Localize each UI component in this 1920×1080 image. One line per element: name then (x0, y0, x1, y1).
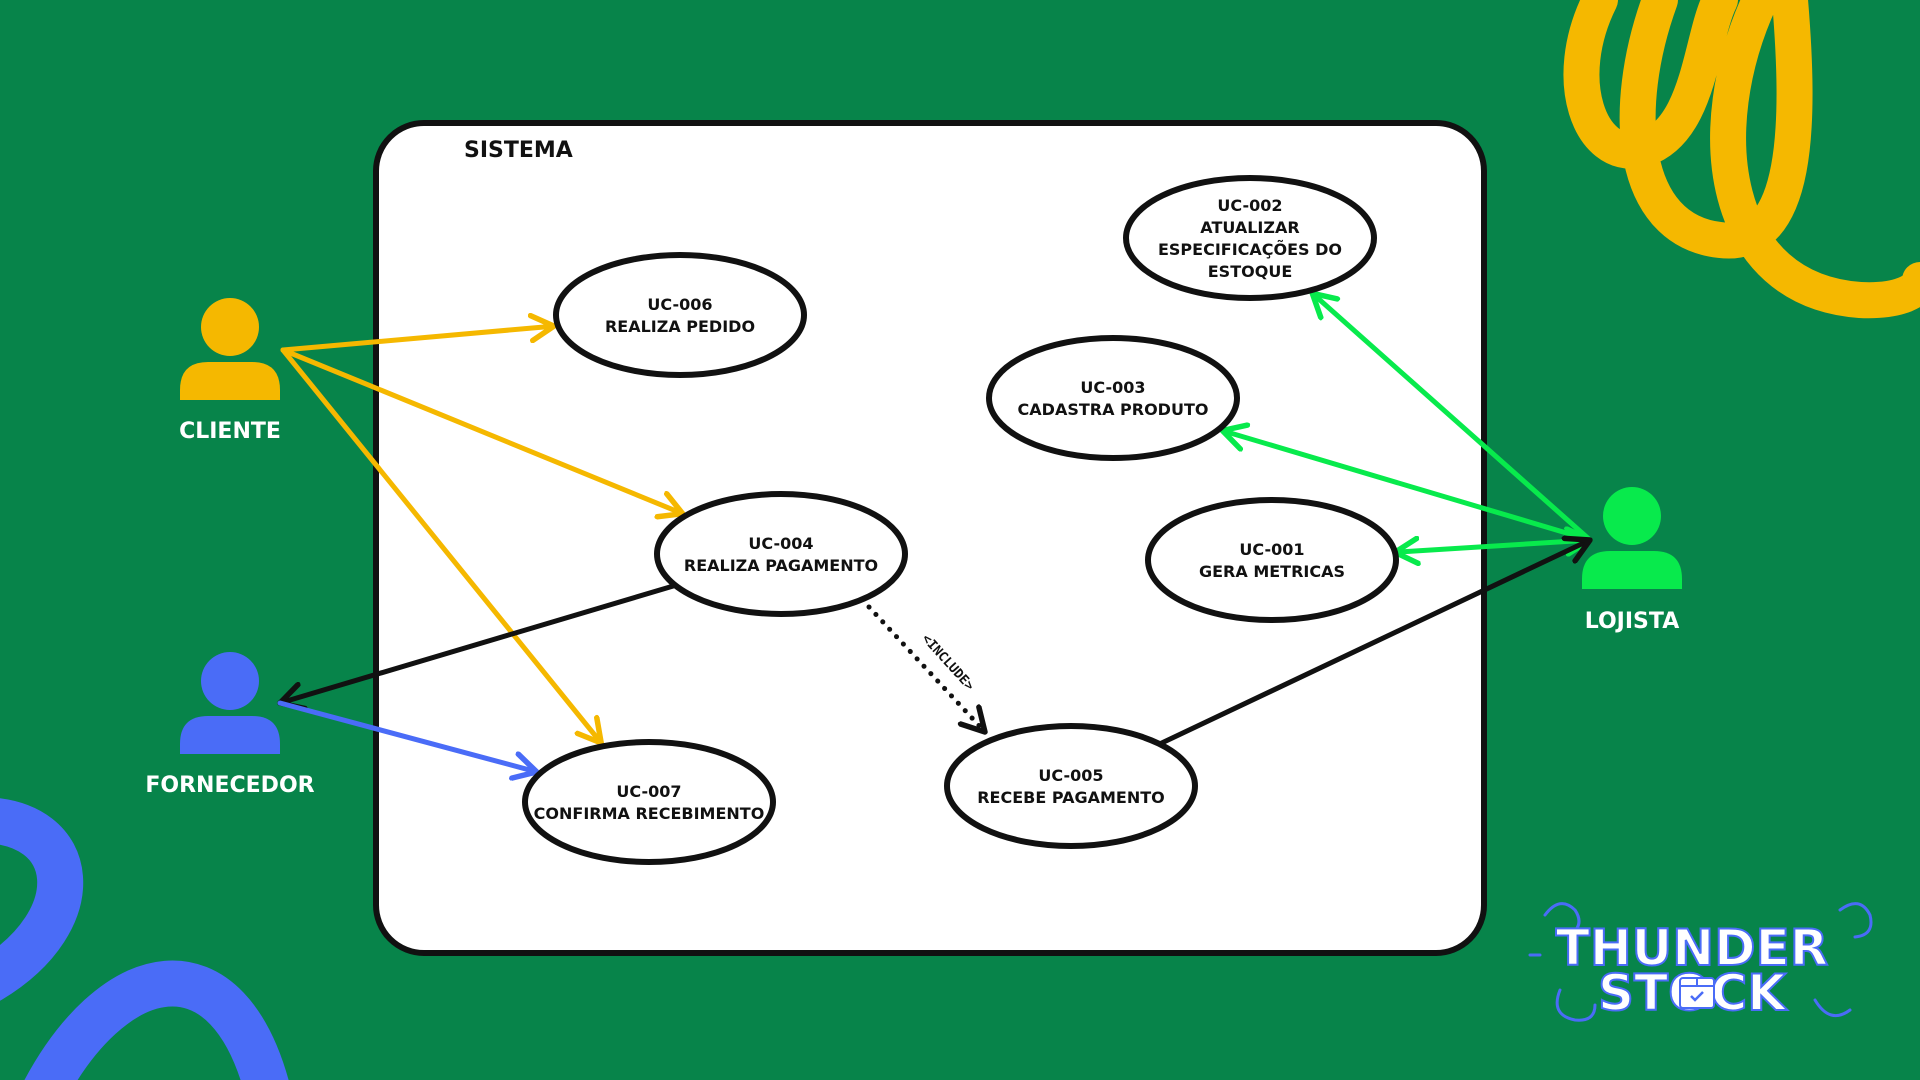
relation-uc005-to-lojista (1157, 540, 1590, 747)
actor-cliente: CLIENTE (179, 298, 281, 444)
use-case-text: GERA METRICAS (1199, 562, 1345, 581)
use-case-ellipse (986, 335, 1240, 461)
logo-line-1: THUNDER (1556, 919, 1829, 977)
relation-uc001-to-lojista (1395, 540, 1590, 552)
use-case-text: REALIZA PEDIDO (605, 317, 755, 336)
box-icon (1679, 977, 1715, 1009)
person-icon (180, 652, 280, 754)
actor-label-fornecedor: FORNECEDOR (145, 773, 314, 798)
use-case-ellipse (1123, 175, 1377, 301)
actor-label-cliente: CLIENTE (179, 419, 281, 444)
use-case-ellipse (944, 723, 1198, 849)
use-case-text: CONFIRMA RECEBIMENTO (534, 804, 765, 823)
actor-lojista: LOJISTA (1582, 487, 1682, 634)
relation-lojista-to-uc002 (1312, 293, 1593, 543)
thunder-stock-logo: THUNDER STOCK (1528, 902, 1873, 1023)
use-case-ellipse (522, 739, 776, 865)
relation-uc004-to-fornecedor (280, 582, 678, 703)
yellow-scribble-decoration (1563, 0, 1920, 319)
person-icon (180, 298, 280, 400)
actors-layer: CLIENTE FORNECEDOR LOJISTA (145, 298, 1682, 798)
person-icon (1582, 487, 1682, 589)
blue-arc-decoration (24, 960, 289, 1080)
use-case-text: UC-003 (1080, 378, 1145, 397)
actor-fornecedor: FORNECEDOR (145, 652, 315, 798)
system-label: SISTEMA (464, 138, 573, 163)
use-case-text: UC-005 (1038, 766, 1103, 785)
blue-curve-decoration (0, 798, 83, 1001)
use-case-text: RECEBE PAGAMENTO (977, 788, 1165, 807)
relation-cliente-to-uc006 (280, 326, 554, 353)
use-case-text: UC-004 (748, 534, 813, 553)
use-case-text: UC-007 (616, 782, 681, 801)
use-case-ellipse (654, 491, 908, 617)
use-case-text: UC-002 (1217, 196, 1282, 215)
relation-cliente-to-uc004 (280, 347, 683, 514)
actor-label-lojista: LOJISTA (1585, 609, 1679, 634)
logo-line-2: STOCK (1598, 964, 1788, 1022)
relation-uc004-to-uc005 (866, 604, 985, 732)
use-case-text: ATUALIZAR (1200, 218, 1299, 237)
relation-cliente-to-uc007 (280, 347, 601, 743)
use-case-text: REALIZA PAGAMENTO (684, 556, 878, 575)
use-case-ellipse (553, 252, 807, 378)
relation-fornecedor-to-uc007 (277, 700, 537, 772)
relations-layer (280, 293, 1590, 772)
use-case-text: ESTOQUE (1208, 262, 1293, 281)
logo-scribble-decoration (1528, 902, 1873, 1022)
use-case-text: ESPECIFICAÇÕES DO (1158, 240, 1342, 259)
use-case-text: UC-006 (647, 295, 712, 314)
use-case-text: CADASTRA PRODUTO (1018, 400, 1209, 419)
use-case-text: UC-001 (1239, 540, 1304, 559)
use-case-ellipse (1145, 497, 1399, 623)
relation-lojista-to-uc003 (1222, 431, 1593, 543)
